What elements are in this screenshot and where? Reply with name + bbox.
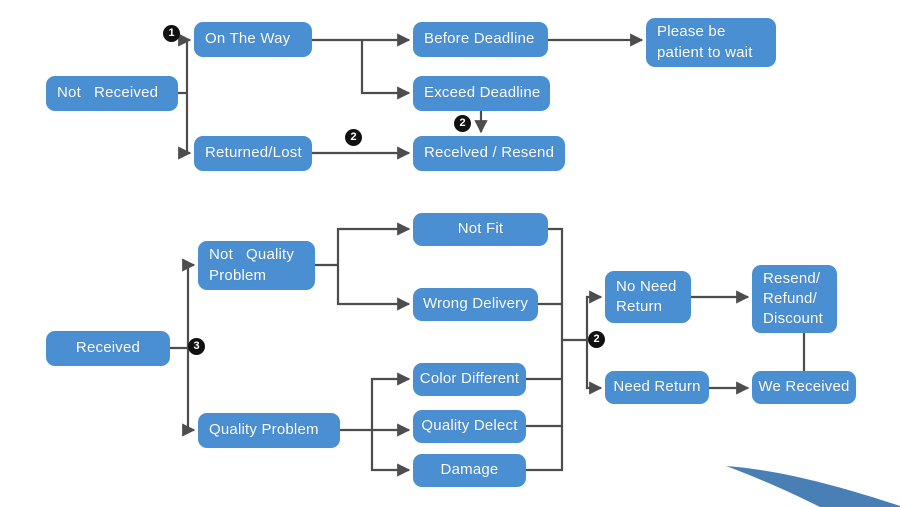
step-marker-m1: 1 bbox=[163, 25, 180, 42]
connector-e-qp-color bbox=[370, 372, 411, 430]
node-label: Quality Delect bbox=[421, 417, 518, 435]
node-on-the-way[interactable]: On The Way bbox=[194, 22, 312, 57]
node-label: Returned/Lost bbox=[205, 144, 302, 162]
node-no-need-return[interactable]: No Need Return bbox=[605, 271, 691, 323]
connector-e-received-notquality bbox=[182, 258, 196, 348]
node-label: No Need Return bbox=[616, 277, 677, 315]
connector-e-notreceived-split bbox=[178, 38, 189, 95]
node-label: Resend/ Refund/ Discount bbox=[763, 269, 823, 328]
node-received-resend[interactable]: Recelved / Resend bbox=[413, 136, 565, 171]
node-label: Damage bbox=[440, 461, 499, 479]
connector-e-notreceived-branch2 bbox=[178, 93, 192, 160]
node-label: Received bbox=[75, 339, 141, 357]
node-label: Before Deadline bbox=[424, 30, 535, 48]
connector-e-ontheway-bus bbox=[312, 38, 409, 93]
connector-e-nq-wrong bbox=[336, 265, 411, 311]
node-label: Recelved / Resend bbox=[424, 144, 555, 162]
node-received[interactable]: Received bbox=[46, 331, 170, 366]
node-damage[interactable]: Damage bbox=[413, 454, 526, 487]
step-marker-m2a: 2 bbox=[345, 129, 362, 146]
step-marker-m3: 3 bbox=[188, 338, 205, 355]
node-label: Wrong Delivery bbox=[422, 295, 529, 313]
node-label: Not Received bbox=[57, 84, 159, 102]
connector-e-split-need bbox=[585, 340, 603, 395]
step-marker-m2b: 2 bbox=[454, 115, 471, 132]
node-wrong-delivery[interactable]: Wrong Delivery bbox=[413, 288, 538, 321]
node-we-received[interactable]: We Received bbox=[752, 371, 856, 404]
node-exceed-deadline[interactable]: Exceed Deadline bbox=[413, 76, 550, 111]
node-returned-lost[interactable]: Returned/Lost bbox=[194, 136, 312, 171]
node-label: Color Different bbox=[419, 370, 520, 388]
node-color-different[interactable]: Color Different bbox=[413, 363, 526, 396]
node-label: Please be patient to wait bbox=[657, 23, 753, 61]
node-need-return[interactable]: Need Return bbox=[605, 371, 709, 404]
node-not-quality[interactable]: Not Quality Problem bbox=[198, 241, 315, 290]
node-please-be-patient[interactable]: Please be patient to wait bbox=[646, 18, 776, 67]
connector-e-split-noneed bbox=[585, 290, 603, 340]
node-quality-delect[interactable]: Quality Delect bbox=[413, 410, 526, 443]
node-label: We Received bbox=[758, 378, 850, 396]
node-resend-refund[interactable]: Resend/ Refund/ Discount bbox=[752, 265, 837, 333]
node-label: Exceed Deadline bbox=[424, 84, 541, 102]
connector-e-received-quality bbox=[182, 348, 196, 437]
node-label: Not Quality Problem bbox=[209, 246, 295, 284]
connector-e-nq-notfit bbox=[336, 222, 411, 265]
step-marker-m2c: 2 bbox=[588, 331, 605, 348]
connector-e-notfit-bus bbox=[526, 227, 564, 472]
node-label: On The Way bbox=[205, 30, 291, 48]
node-quality-problem[interactable]: Quality Problem bbox=[198, 413, 340, 448]
node-before-deadline[interactable]: Before Deadline bbox=[413, 22, 548, 57]
node-label: Not Fit bbox=[457, 220, 504, 238]
node-label: Quality Problem bbox=[209, 421, 319, 439]
node-label: Need Return bbox=[613, 378, 701, 396]
node-not-fit[interactable]: Not Fit bbox=[413, 213, 548, 246]
connector-e-qp-damage bbox=[370, 430, 411, 477]
node-not-received[interactable]: Not Received bbox=[46, 76, 178, 111]
